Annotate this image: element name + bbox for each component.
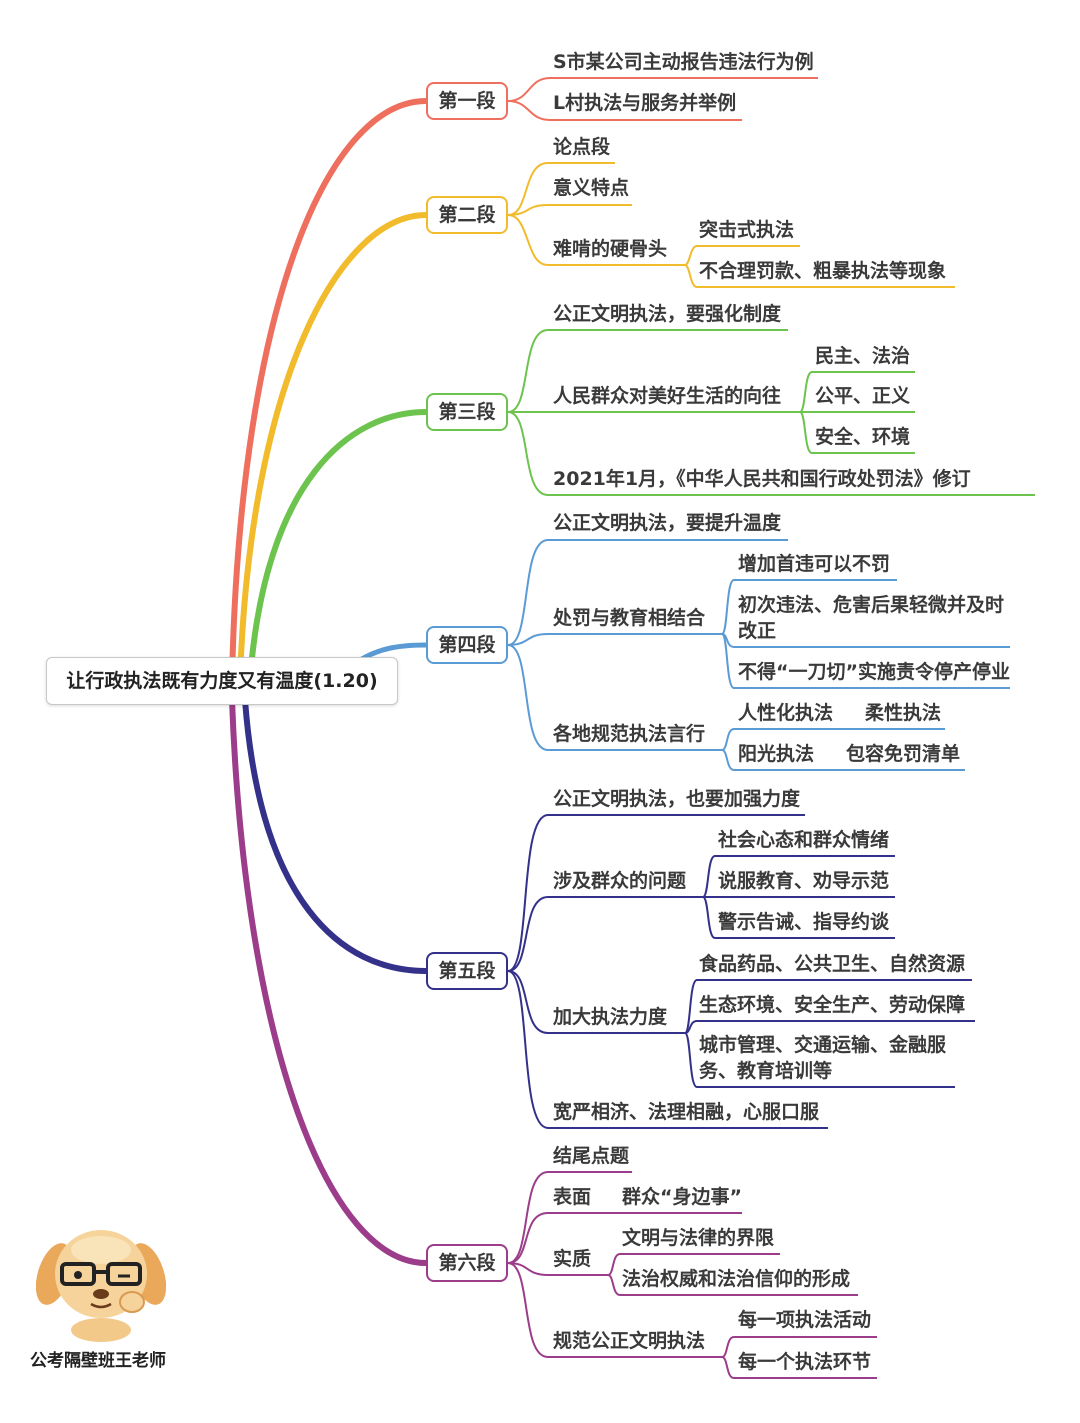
author-signature: 公考隔壁班王老师	[30, 1351, 166, 1371]
node-s5-item3[interactable]: 加大执法力度	[553, 1006, 668, 1028]
trunk-5	[242, 699, 427, 974]
node-s5-sub-a3[interactable]: 警示告诫、指导约谈	[718, 911, 890, 933]
node-s5-item4[interactable]: 宽严相济、法理相融，心服口服	[553, 1101, 820, 1123]
trunk-4	[358, 642, 427, 663]
trunk-3	[247, 409, 427, 681]
section-5-node[interactable]: 第五段	[426, 952, 508, 990]
node-s5-sub-b2[interactable]: 生态环境、安全生产、劳动保障	[699, 994, 966, 1016]
node-s5-item2[interactable]: 涉及群众的问题	[553, 870, 687, 892]
trunk-1	[229, 98, 427, 681]
dog-mascot-icon	[36, 1230, 166, 1342]
section-4-node[interactable]: 第四段	[426, 626, 508, 664]
node-s6-sub-a2[interactable]: 法治权威和法治信仰的形成	[622, 1268, 851, 1290]
node-s6-item1[interactable]: 结尾点题	[553, 1145, 630, 1167]
node-s1-item2[interactable]: L村执法与服务并举例	[553, 92, 737, 114]
node-s4-sub-b2[interactable]: 柔性执法	[865, 702, 942, 724]
node-s4-item3[interactable]: 各地规范执法言行	[553, 723, 706, 745]
node-s3-item2[interactable]: 人民群众对美好生活的向往	[553, 385, 782, 407]
branch-s5	[507, 814, 975, 1129]
node-s3-item1[interactable]: 公正文明执法，要强化制度	[553, 303, 782, 325]
node-s1-item1[interactable]: S市某公司主动报告违法行为例	[553, 51, 814, 73]
node-s3-sub1[interactable]: 民主、法治	[815, 345, 911, 367]
node-s6-sub-b2[interactable]: 每一个执法环节	[738, 1351, 872, 1373]
node-s2-item2[interactable]: 意义特点	[553, 177, 630, 199]
branch-s6	[507, 1171, 877, 1379]
node-s3-item3[interactable]: 2021年1月，《中华人民共和国行政处罚法》修订	[553, 468, 971, 490]
node-s5-sub-b3[interactable]: 城市管理、交通运输、金融服务、教育培训等	[699, 1034, 947, 1082]
node-s5-sub-b1[interactable]: 食品药品、公共卫生、自然资源	[699, 953, 966, 975]
node-s6-item3[interactable]: 实质	[553, 1248, 592, 1270]
node-s6-item4[interactable]: 规范公正文明执法	[553, 1330, 706, 1352]
node-s5-sub-a2[interactable]: 说服教育、劝导示范	[718, 870, 890, 892]
node-s4-sub-b1[interactable]: 人性化执法	[738, 702, 834, 724]
node-s3-sub2[interactable]: 公平、正义	[815, 385, 911, 407]
node-s6-item2[interactable]: 表面	[553, 1186, 592, 1208]
node-s6-sub-b1[interactable]: 每一项执法活动	[738, 1309, 872, 1331]
node-s4-sub-a3[interactable]: 不得“一刀切”实施责令停产停业	[738, 661, 1010, 683]
section-1-node[interactable]: 第一段	[426, 82, 508, 120]
trunk-2	[237, 212, 427, 681]
node-s4-sub-b4[interactable]: 包容免罚清单	[846, 743, 961, 765]
section-3-node[interactable]: 第三段	[426, 393, 508, 431]
node-s4-sub-b3[interactable]: 阳光执法	[738, 743, 815, 765]
root-topic[interactable]: 让行政执法既有力度又有温度(1.20)	[46, 657, 398, 705]
node-s6-sub-surface[interactable]: 群众“身边事”	[622, 1186, 742, 1208]
node-s6-sub-a1[interactable]: 文明与法律的界限	[622, 1227, 775, 1249]
trunk-6	[229, 699, 427, 1266]
node-s3-sub3[interactable]: 安全、环境	[815, 426, 911, 448]
node-s4-item1[interactable]: 公正文明执法，要提升温度	[553, 512, 782, 534]
section-6-node[interactable]: 第六段	[426, 1244, 508, 1282]
node-s4-item2[interactable]: 处罚与教育相结合	[553, 607, 706, 629]
node-s2-sub2[interactable]: 不合理罚款、粗暴执法等现象	[699, 260, 947, 282]
node-s5-sub-a1[interactable]: 社会心态和群众情绪	[718, 829, 890, 851]
node-s2-item1[interactable]: 论点段	[553, 136, 611, 158]
branch-s4	[507, 539, 1010, 771]
node-s2-item3[interactable]: 难啃的硬骨头	[553, 238, 668, 260]
node-s5-item1[interactable]: 公正文明执法，也要加强力度	[553, 788, 801, 810]
node-s4-sub-a2[interactable]: 初次违法、危害后果轻微并及时改正	[738, 594, 1005, 642]
branch-s2	[507, 162, 955, 288]
section-2-node[interactable]: 第二段	[426, 196, 508, 234]
node-s2-sub1[interactable]: 突击式执法	[699, 219, 795, 241]
node-s4-sub-a1[interactable]: 增加首违可以不罚	[738, 553, 891, 575]
branch-s3	[507, 329, 1035, 496]
branch-s1	[507, 77, 818, 121]
